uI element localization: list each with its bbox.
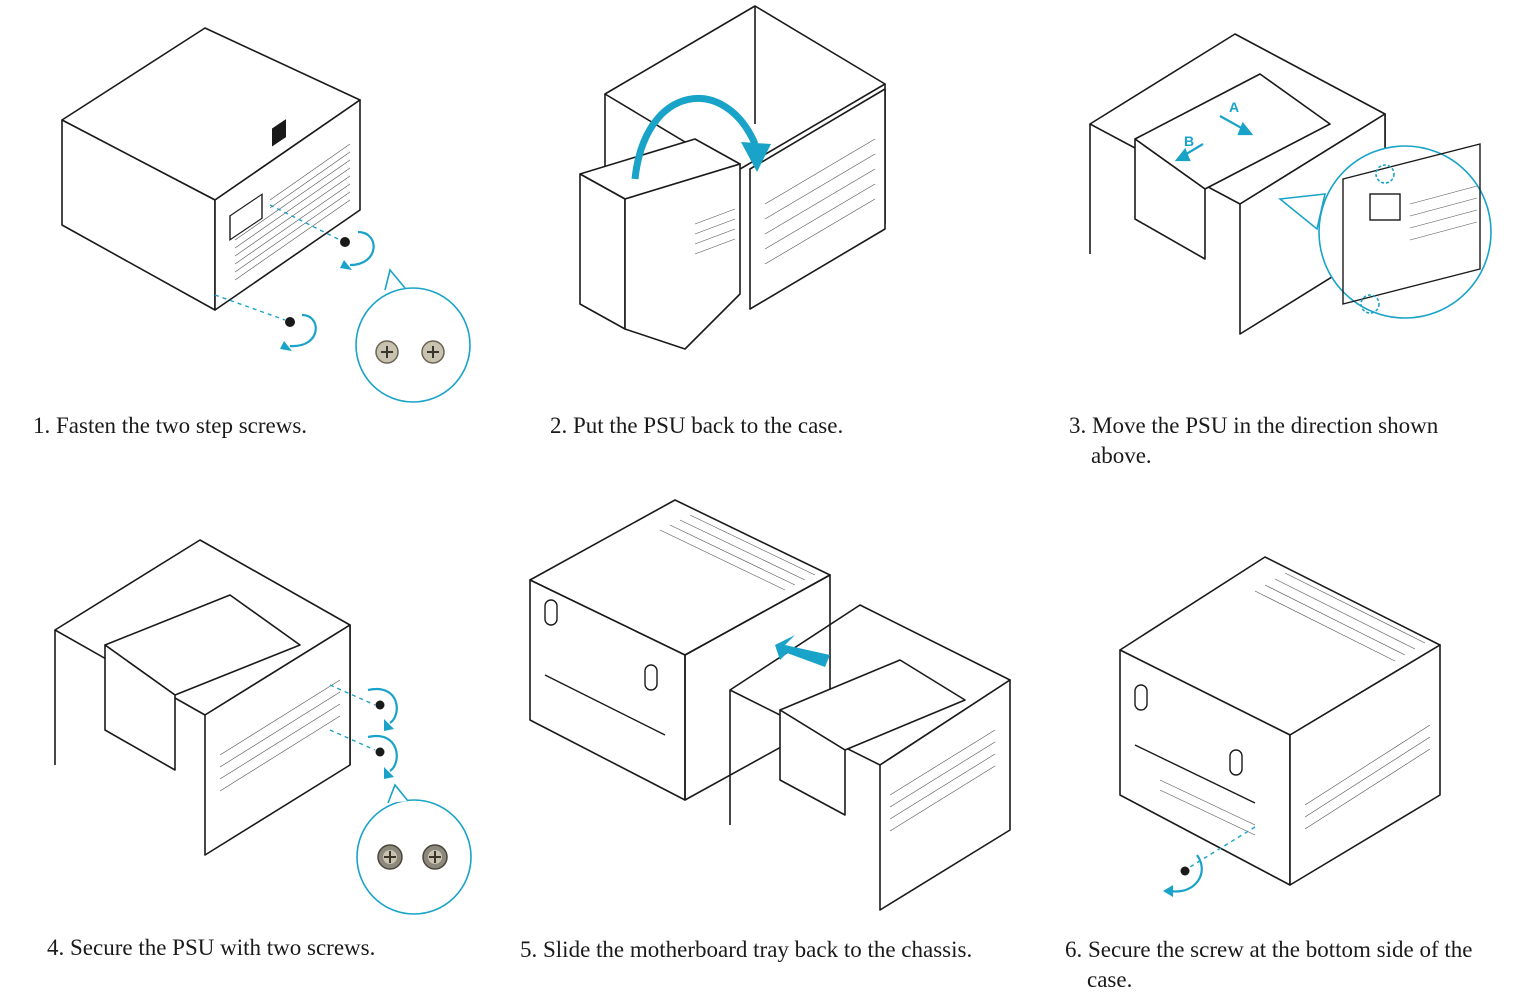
screw-icon [422, 844, 448, 870]
psu-front-face [214, 99, 361, 311]
psu-into-chassis-diagram [579, 5, 886, 350]
tray-front [879, 679, 1011, 911]
case-front [1289, 644, 1441, 886]
step-screw-icon [421, 340, 445, 364]
rotate-arrow-icon [1169, 854, 1203, 893]
screw-icon [285, 317, 295, 327]
step-text: Move the PSU in the direction shown [1092, 413, 1439, 438]
direction-label-b: B [1184, 133, 1194, 149]
chassis-front [204, 624, 351, 856]
zoom-callout [1318, 145, 1492, 319]
power-switch [272, 119, 286, 147]
ac-inlet [229, 193, 263, 242]
step-text: Secure the PSU with two screws. [70, 935, 376, 960]
step-5-illustration [525, 495, 1025, 915]
rotate-arrow-icon [367, 687, 398, 724]
bottom-screw-diagram [1119, 556, 1441, 897]
step-text: Put the PSU back to the case. [573, 413, 844, 438]
step-2-caption: 2. Put the PSU back to the case. [550, 411, 843, 441]
psu-side [579, 173, 626, 330]
step-number: 2. [550, 413, 568, 438]
tray-slide-diagram [529, 499, 1011, 911]
step-6-illustration [1115, 555, 1460, 900]
psu-direction-diagram: A B [1089, 33, 1492, 335]
psu-side [1134, 138, 1206, 260]
direction-label-a: A [1229, 99, 1239, 115]
step-number: 4. [47, 935, 65, 960]
callout-bubble [355, 287, 471, 403]
rotate-arrow-icon [367, 734, 398, 772]
chassis-front [749, 88, 886, 310]
callout-bubble [356, 799, 472, 915]
step-number: 3. [1069, 413, 1087, 438]
step-number: 6. [1065, 937, 1083, 962]
step-number: 1. [33, 413, 51, 438]
psu-side [104, 644, 176, 771]
psu-side [779, 709, 846, 816]
psu-screws-diagram [61, 27, 471, 403]
step-1-caption: 1. Fasten the two step screws. [33, 411, 307, 441]
screw-icon [375, 747, 385, 757]
step-5-caption: 5. Slide the motherboard tray back to th… [520, 935, 972, 965]
step-6-caption: 6. Secure the screw at the bottom side o… [1065, 935, 1473, 995]
psu-secured-diagram [54, 539, 472, 915]
screw-icon [1180, 866, 1190, 876]
step-3-caption: 3. Move the PSU in the direction shown a… [1069, 411, 1438, 471]
screw-icon [375, 700, 385, 710]
step-text: Secure the screw at the bottom side of t… [1088, 937, 1473, 962]
step-4-caption: 4. Secure the PSU with two screws. [47, 933, 375, 963]
step-text-continued: above. [1091, 443, 1152, 468]
screw-icon [377, 844, 403, 870]
step-1-illustration [40, 20, 500, 410]
rotate-arrow-icon [631, 94, 759, 180]
step-text: Fasten the two step screws. [56, 413, 308, 438]
slide-arrow-icon [775, 635, 830, 667]
step-text: Slide the motherboard tray back to the c… [543, 937, 973, 962]
step-4-illustration [50, 535, 480, 920]
step-2-illustration [575, 4, 945, 354]
rotate-arrow-icon [349, 230, 375, 267]
screw-icon [340, 237, 350, 247]
psu-face [624, 163, 741, 350]
step-number: 5. [520, 937, 538, 962]
step-3-illustration: A B [1085, 4, 1495, 339]
rotate-arrow-icon [289, 313, 317, 348]
step-screw-icon [375, 340, 399, 364]
step-text-continued: case. [1087, 967, 1133, 992]
